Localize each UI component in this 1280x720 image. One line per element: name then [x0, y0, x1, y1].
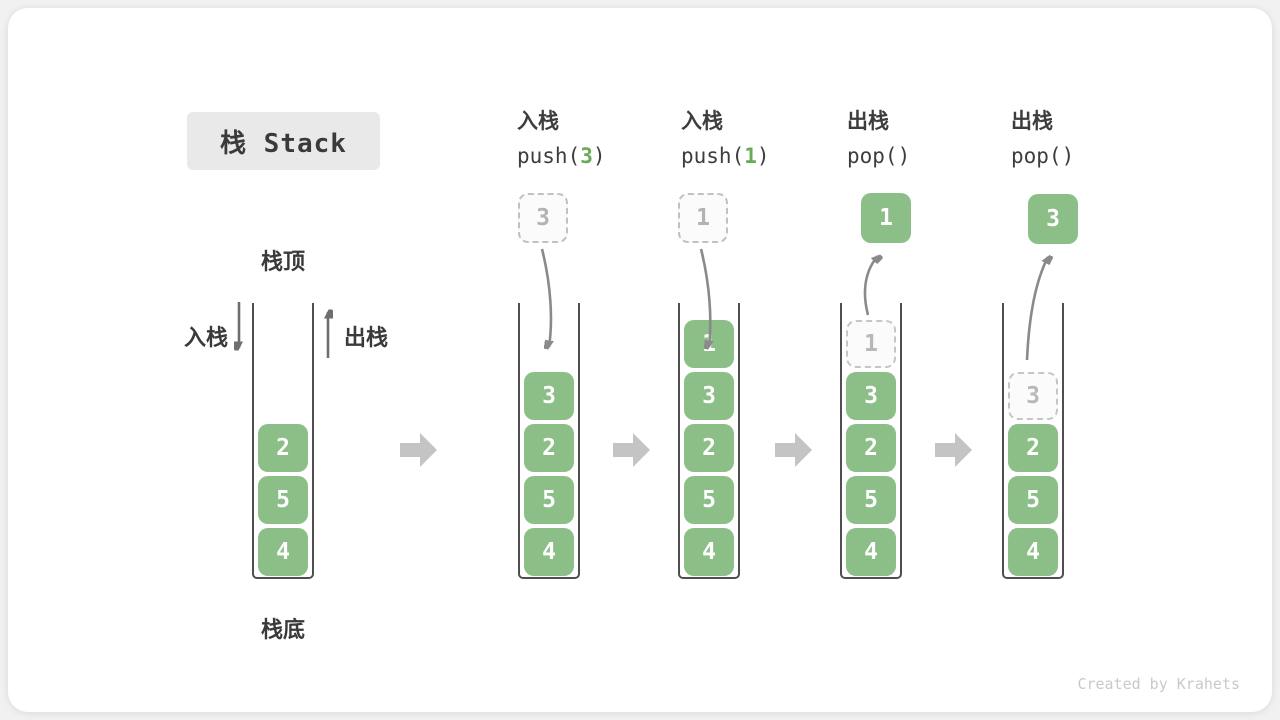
stack-block: 4: [1008, 528, 1058, 576]
code-prefix: pop(): [1011, 144, 1075, 168]
stack-block: 3: [684, 372, 734, 420]
stack-block: 5: [1008, 476, 1058, 524]
diagram-title-text: 栈 Stack: [220, 128, 347, 159]
push-side-label: 入栈: [183, 326, 228, 351]
op-code: pop(): [847, 142, 997, 170]
code-prefix: push(: [517, 144, 581, 168]
stack-bottom-label: 栈底: [260, 618, 305, 643]
stack-block: 2: [258, 424, 308, 472]
stack-block: 4: [846, 528, 896, 576]
stack-block: 5: [684, 476, 734, 524]
stack-block: 2: [846, 424, 896, 472]
popped-value-box: 1: [861, 193, 911, 243]
ghost-block: 3: [1008, 372, 1058, 420]
stack-block: 5: [524, 476, 574, 524]
code-suffix: ): [592, 144, 606, 168]
code-value: 1: [744, 144, 757, 168]
op-name: 入栈: [681, 109, 723, 133]
code-prefix: push(: [681, 144, 745, 168]
op-name: 出栈: [1011, 109, 1053, 133]
op-code: push(3): [517, 142, 667, 170]
op-code: pop(): [1011, 142, 1161, 170]
ghost-block: 1: [846, 320, 896, 368]
stack-block: 5: [846, 476, 896, 524]
stack-block: 2: [684, 424, 734, 472]
op-label-push-1: 入栈 push(1): [681, 108, 831, 170]
code-suffix: ): [756, 144, 770, 168]
stack-block: 2: [524, 424, 574, 472]
code-prefix: pop(): [847, 144, 911, 168]
stack-block: 1: [684, 320, 734, 368]
op-name: 出栈: [847, 109, 889, 133]
op-label-pop-1: 出栈 pop(): [847, 108, 997, 170]
op-label-pop-3: 出栈 pop(): [1011, 108, 1161, 170]
stack-block: 3: [524, 372, 574, 420]
stack-block: 4: [258, 528, 308, 576]
pushed-value-box: 1: [678, 193, 728, 243]
watermark: Created by Krahets: [1077, 675, 1240, 693]
pushed-value-box: 3: [518, 193, 568, 243]
stack-block: 4: [684, 528, 734, 576]
diagram-title: 栈 Stack: [187, 112, 380, 170]
stack-block: 4: [524, 528, 574, 576]
stack-block: 2: [1008, 424, 1058, 472]
op-code: push(1): [681, 142, 831, 170]
pop-side-label: 出栈: [344, 326, 389, 351]
stack-top-label: 栈顶: [260, 250, 305, 275]
code-value: 3: [580, 144, 593, 168]
stack-block: 3: [846, 372, 896, 420]
op-label-push-3: 入栈 push(3): [517, 108, 667, 170]
popped-value-box: 3: [1028, 194, 1078, 244]
stack-block: 5: [258, 476, 308, 524]
op-name: 入栈: [517, 109, 559, 133]
